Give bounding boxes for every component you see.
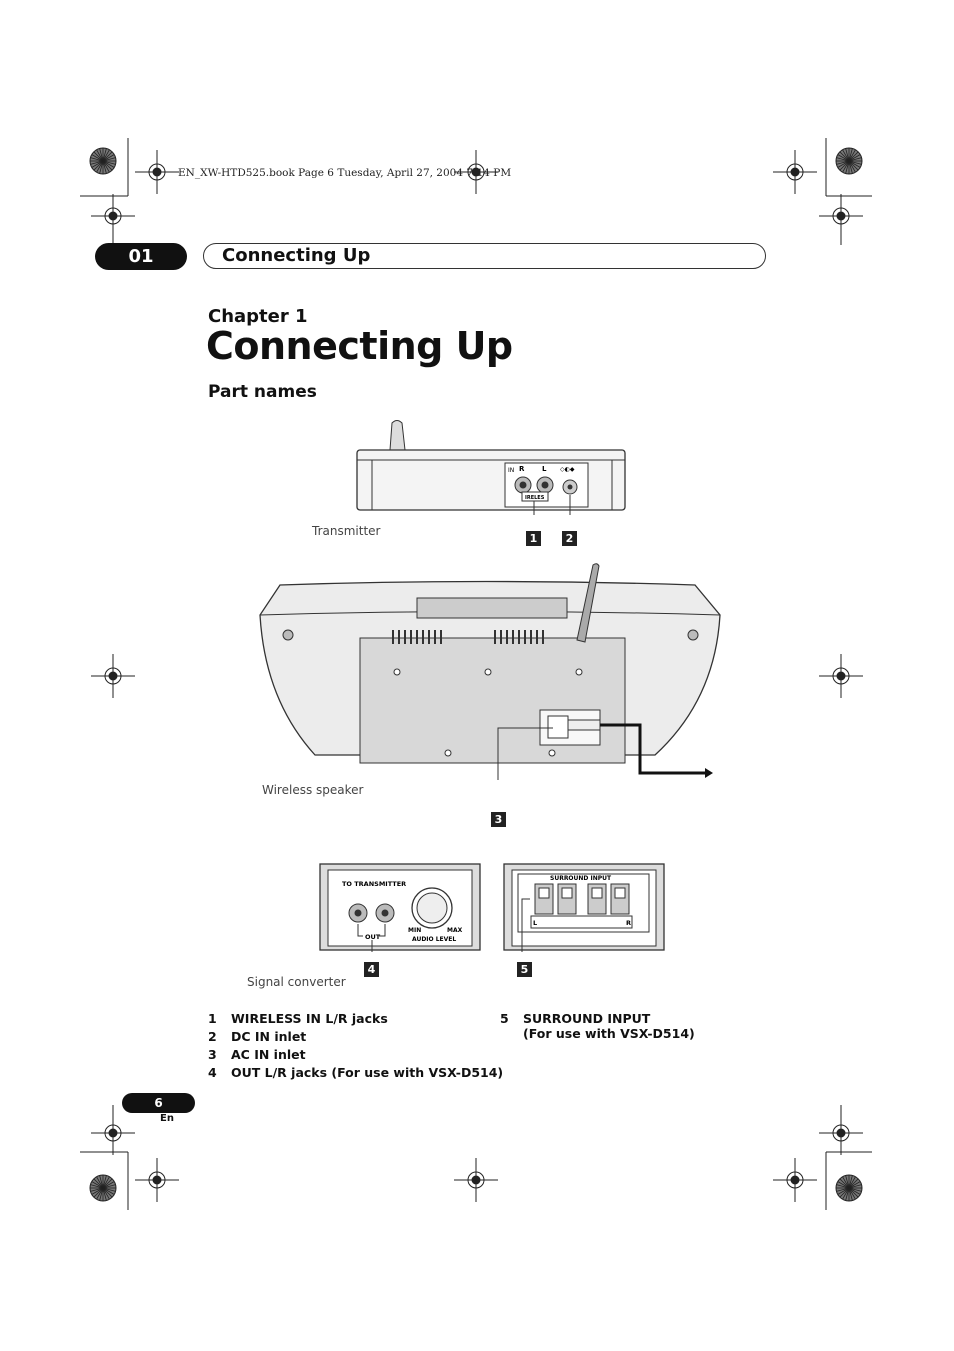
surround-input-label: SURROUND INPUT bbox=[550, 875, 612, 882]
converter-min-label: MIN bbox=[408, 927, 421, 934]
converter-audio-level-label: AUDIO LEVEL bbox=[412, 936, 456, 943]
legend-item-number: 2 bbox=[208, 1029, 217, 1044]
transmitter-in-label: IN bbox=[508, 467, 514, 474]
transmitter-wireless-label: IRELES bbox=[525, 495, 545, 501]
registration-crosshair-icon bbox=[454, 1158, 498, 1202]
converter-to-transmitter-label: TO TRANSMITTER bbox=[342, 880, 406, 888]
registration-crosshair-icon bbox=[135, 150, 179, 194]
wireless-speaker-illustration bbox=[259, 563, 721, 780]
header-bar bbox=[203, 243, 766, 269]
legend-item-text: DC IN inlet bbox=[231, 1029, 307, 1044]
transmitter-caption: Transmitter bbox=[312, 524, 381, 538]
registration-crosshair-icon bbox=[773, 1158, 817, 1202]
registration-crosshair-icon bbox=[819, 194, 863, 238]
legend-item-text: (For use with VSX-D514) bbox=[523, 1026, 695, 1041]
speaker-caption: Wireless speaker bbox=[262, 783, 364, 797]
legend-item: 5 SURROUND INPUT bbox=[500, 1011, 650, 1026]
callout-1: 1 bbox=[526, 531, 541, 546]
surround-r-label: R bbox=[626, 919, 631, 927]
registration-starburst-icon bbox=[89, 147, 117, 175]
legend-item-text: WIRELESS IN L/R jacks bbox=[231, 1011, 388, 1026]
legend-item-text: SURROUND INPUT bbox=[523, 1011, 651, 1026]
page-number-badge: 6 bbox=[122, 1093, 195, 1113]
registration-crosshair-icon bbox=[135, 1158, 179, 1202]
legend-item: 1 WIRELESS IN L/R jacks bbox=[208, 1011, 388, 1026]
registration-crosshair-icon bbox=[773, 150, 817, 194]
legend-item-number: 4 bbox=[208, 1065, 217, 1080]
registration-crosshair-icon bbox=[819, 1111, 863, 1155]
print-header: EN_XW-HTD525.book Page 6 Tuesday, April … bbox=[178, 167, 512, 179]
converter-out-label: OUT bbox=[365, 933, 381, 941]
registration-starburst-icon bbox=[835, 147, 863, 175]
legend-item-number: 5 bbox=[500, 1011, 509, 1026]
surround-input-illustration: SURROUND INPUT L R bbox=[503, 863, 665, 952]
registration-starburst-icon bbox=[89, 1174, 117, 1202]
page-language: En bbox=[160, 1113, 174, 1124]
svg-text:◇◐◆: ◇◐◆ bbox=[560, 466, 575, 473]
converter-caption: Signal converter bbox=[247, 975, 346, 989]
surround-l-label: L bbox=[533, 919, 537, 927]
registration-crosshair-icon bbox=[819, 654, 863, 698]
callout-5: 5 bbox=[517, 962, 532, 977]
registration-crosshair-icon bbox=[454, 150, 498, 194]
callout-4: 4 bbox=[364, 962, 379, 977]
legend-item-text: OUT L/R jacks (For use with VSX-D514) bbox=[231, 1065, 504, 1080]
legend-item-text: AC IN inlet bbox=[231, 1047, 306, 1062]
chapter-label: Chapter 1 bbox=[208, 306, 308, 327]
legend-item: 2 DC IN inlet bbox=[208, 1029, 306, 1044]
registration-crosshair-icon bbox=[91, 1111, 135, 1155]
registration-crosshair-icon bbox=[91, 654, 135, 698]
converter-max-label: MAX bbox=[447, 927, 463, 934]
callout-2: 2 bbox=[562, 531, 577, 546]
callout-3: 3 bbox=[491, 812, 506, 827]
registration-starburst-icon bbox=[835, 1174, 863, 1202]
transmitter-r-label: R bbox=[519, 465, 525, 473]
transmitter-l-label: L bbox=[542, 465, 547, 473]
legend-item-number: 1 bbox=[208, 1011, 217, 1026]
registration-crosshair-icon bbox=[91, 194, 135, 238]
chapter-number-badge: 01 bbox=[95, 243, 187, 270]
transmitter-illustration: IN R L ◇◐◆ IRELES bbox=[356, 420, 626, 515]
legend-item-continuation: (For use with VSX-D514) bbox=[523, 1026, 695, 1041]
signal-converter-illustration: TO TRANSMITTER OUT MIN MAX AUDIO LEVEL bbox=[319, 863, 481, 952]
page-title: Connecting Up bbox=[206, 324, 513, 368]
legend-item-number: 3 bbox=[208, 1047, 217, 1062]
legend-item: 3 AC IN inlet bbox=[208, 1047, 306, 1062]
header-title: Connecting Up bbox=[222, 245, 371, 266]
section-title: Part names bbox=[208, 382, 317, 402]
legend-item: 4 OUT L/R jacks (For use with VSX-D514) bbox=[208, 1065, 503, 1080]
